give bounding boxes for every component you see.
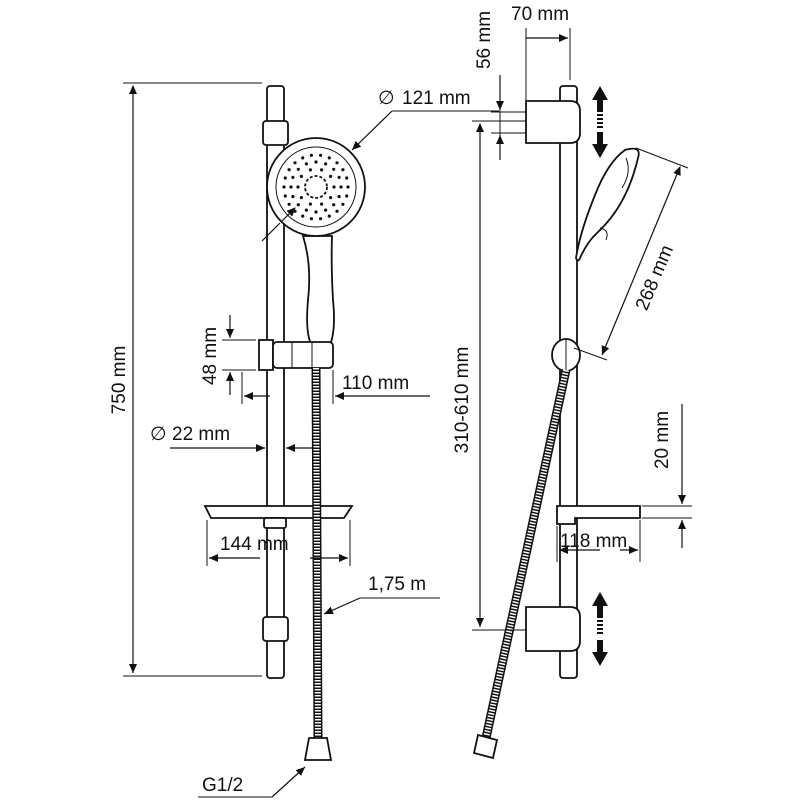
nozzle-dot <box>327 156 331 160</box>
bottom-bracket <box>262 616 289 642</box>
nozzle-dot <box>304 208 308 212</box>
nozzle-dot <box>293 161 297 165</box>
svg-text:∅: ∅ <box>378 88 395 109</box>
nozzle-dot <box>287 202 291 206</box>
label-20: 20 mm <box>652 411 673 469</box>
dim-144: 144 mm <box>206 520 351 566</box>
nozzle-dot <box>332 203 336 207</box>
dim-g12: G1/2 <box>198 766 306 798</box>
nozzle-dots <box>282 153 350 221</box>
label-48: 48 mm <box>200 327 221 385</box>
side-handset <box>575 147 640 262</box>
nozzle-dot <box>337 175 341 179</box>
side-view: 56 mm 70 mm 310-610 mm 268 mm <box>452 4 692 760</box>
nozzle-dot <box>304 162 308 166</box>
dim-750: 750 mm <box>109 82 262 677</box>
soap-dish <box>203 505 354 529</box>
label-70: 70 mm <box>511 4 569 25</box>
nozzle-dot <box>320 202 324 206</box>
nozzle-dot <box>301 156 305 160</box>
dim-70: 70 mm <box>511 4 571 101</box>
side-soap-dish <box>556 505 641 525</box>
nozzle-dot <box>345 194 349 198</box>
nozzle-dot <box>335 161 339 165</box>
nozzle-dot <box>314 210 318 214</box>
nozzle-dot <box>301 214 305 218</box>
front-view: 750 mm ∅ 22 mm ∅ 121 mm 48 mm <box>109 82 499 798</box>
dim-48: 48 mm <box>200 315 256 395</box>
nozzle-dot <box>283 176 287 180</box>
nozzle-dot <box>293 209 297 213</box>
nozzle-dot <box>332 167 336 171</box>
svg-text:∅: ∅ <box>150 424 167 445</box>
nozzle-dot <box>332 185 336 189</box>
label-750: 750 mm <box>109 346 130 415</box>
nozzle-dot <box>296 167 300 171</box>
nozzle-dot <box>319 153 323 157</box>
dim-118: 118 mm <box>556 520 641 562</box>
nozzle-dot <box>308 202 312 206</box>
nozzle-dot <box>296 185 300 189</box>
dim-110: 110 mm <box>241 370 430 404</box>
label-310-610: 310-610 mm <box>452 347 473 454</box>
label-144: 144 mm <box>220 534 289 555</box>
nozzle-dot <box>341 202 345 206</box>
slide-bar <box>266 85 285 679</box>
nozzle-dot <box>327 214 331 218</box>
side-top-bracket <box>525 100 581 144</box>
nozzle-dot <box>299 196 303 200</box>
nozzle-dot <box>335 209 339 213</box>
nozzle-dot <box>289 185 293 189</box>
nozzle-dot <box>339 185 343 189</box>
nozzle-dot <box>329 196 333 200</box>
dim-121: ∅ 121 mm <box>261 88 499 242</box>
nozzle-dot <box>329 174 333 178</box>
nozzle-dot <box>309 153 313 157</box>
label-22: 22 mm <box>172 424 230 445</box>
label-56: 56 mm <box>474 11 495 69</box>
updown-arrow-icon <box>592 86 608 158</box>
nozzle-dot <box>291 195 295 199</box>
handset-holder <box>258 339 334 371</box>
nozzle-dot <box>287 168 291 172</box>
hose <box>303 367 333 761</box>
label-268: 268 mm <box>632 242 678 313</box>
nozzle-dot <box>319 217 323 221</box>
label-118: 118 mm <box>560 531 627 552</box>
side-hose <box>472 369 571 760</box>
dim-hose: 1,75 m <box>323 574 440 615</box>
label-121: 121 mm <box>402 88 471 109</box>
nozzle-dot <box>345 176 349 180</box>
dim-20: 20 mm <box>642 404 692 548</box>
side-bottom-bracket <box>525 606 581 652</box>
nozzle-dot <box>282 185 286 189</box>
nozzle-dot <box>309 217 313 221</box>
label-hose: 1,75 m <box>368 574 426 595</box>
top-bracket <box>262 120 289 146</box>
label-g12: G1/2 <box>202 775 243 796</box>
nozzle-dot <box>324 208 328 212</box>
side-holder <box>551 338 581 372</box>
nozzle-dot <box>308 168 312 172</box>
nozzle-dot <box>337 195 341 199</box>
dim-56: 56 mm <box>474 11 526 160</box>
updown-arrow-icon <box>592 592 608 666</box>
nozzle-dot <box>296 203 300 207</box>
nozzle-dot <box>320 168 324 172</box>
nozzle-dot <box>346 185 350 189</box>
nozzle-dot <box>299 174 303 178</box>
nozzle-dot <box>291 175 295 179</box>
nozzle-dot <box>324 162 328 166</box>
label-110: 110 mm <box>342 373 409 394</box>
nozzle-dot <box>341 168 345 172</box>
nozzle-dot <box>314 160 318 164</box>
dim-22: ∅ 22 mm <box>150 424 316 452</box>
dim-310-610: 310-610 mm <box>452 120 526 631</box>
nozzle-dot <box>283 194 287 198</box>
